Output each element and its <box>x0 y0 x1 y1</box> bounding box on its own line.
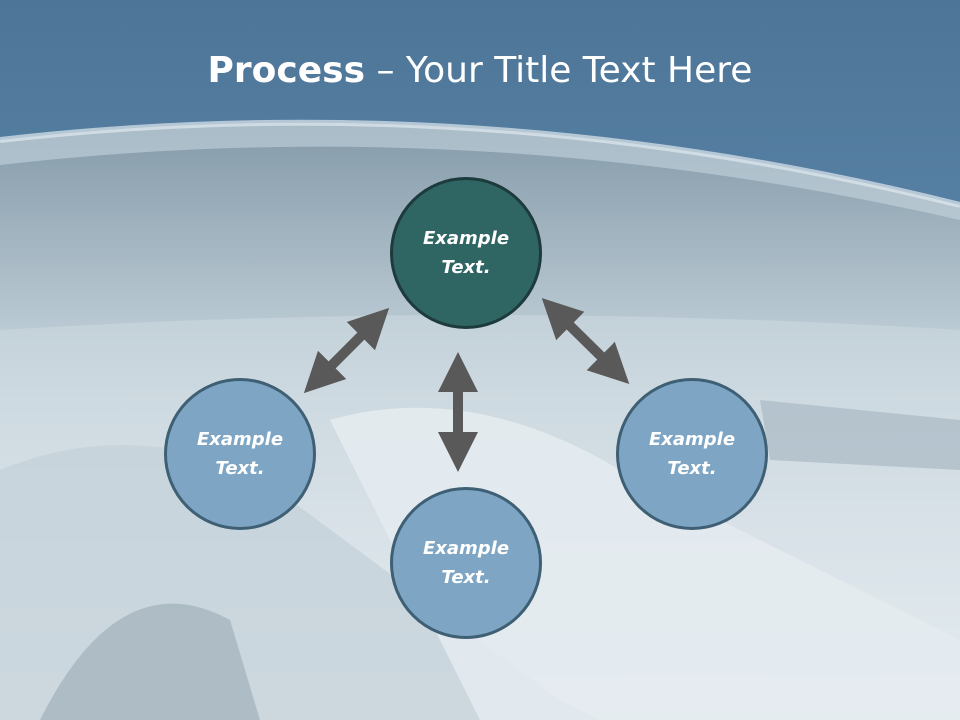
slide-title: Process – Your Title Text Here <box>0 50 960 91</box>
node-bottom-label: Example Text. <box>422 538 510 588</box>
node-center-label: Example Text. <box>422 228 510 278</box>
node-bottom: Example Text. <box>390 487 542 639</box>
arrow-center-left <box>303 307 390 394</box>
node-left: Example Text. <box>164 378 316 530</box>
node-right: Example Text. <box>616 378 768 530</box>
node-right-label: Example Text. <box>648 429 736 479</box>
title-bold: Process <box>207 50 366 91</box>
arrow-center-right <box>541 297 630 385</box>
node-left-label: Example Text. <box>196 429 284 479</box>
title-rest: – Your Title Text Here <box>365 50 753 91</box>
node-center: Example Text. <box>390 177 542 329</box>
